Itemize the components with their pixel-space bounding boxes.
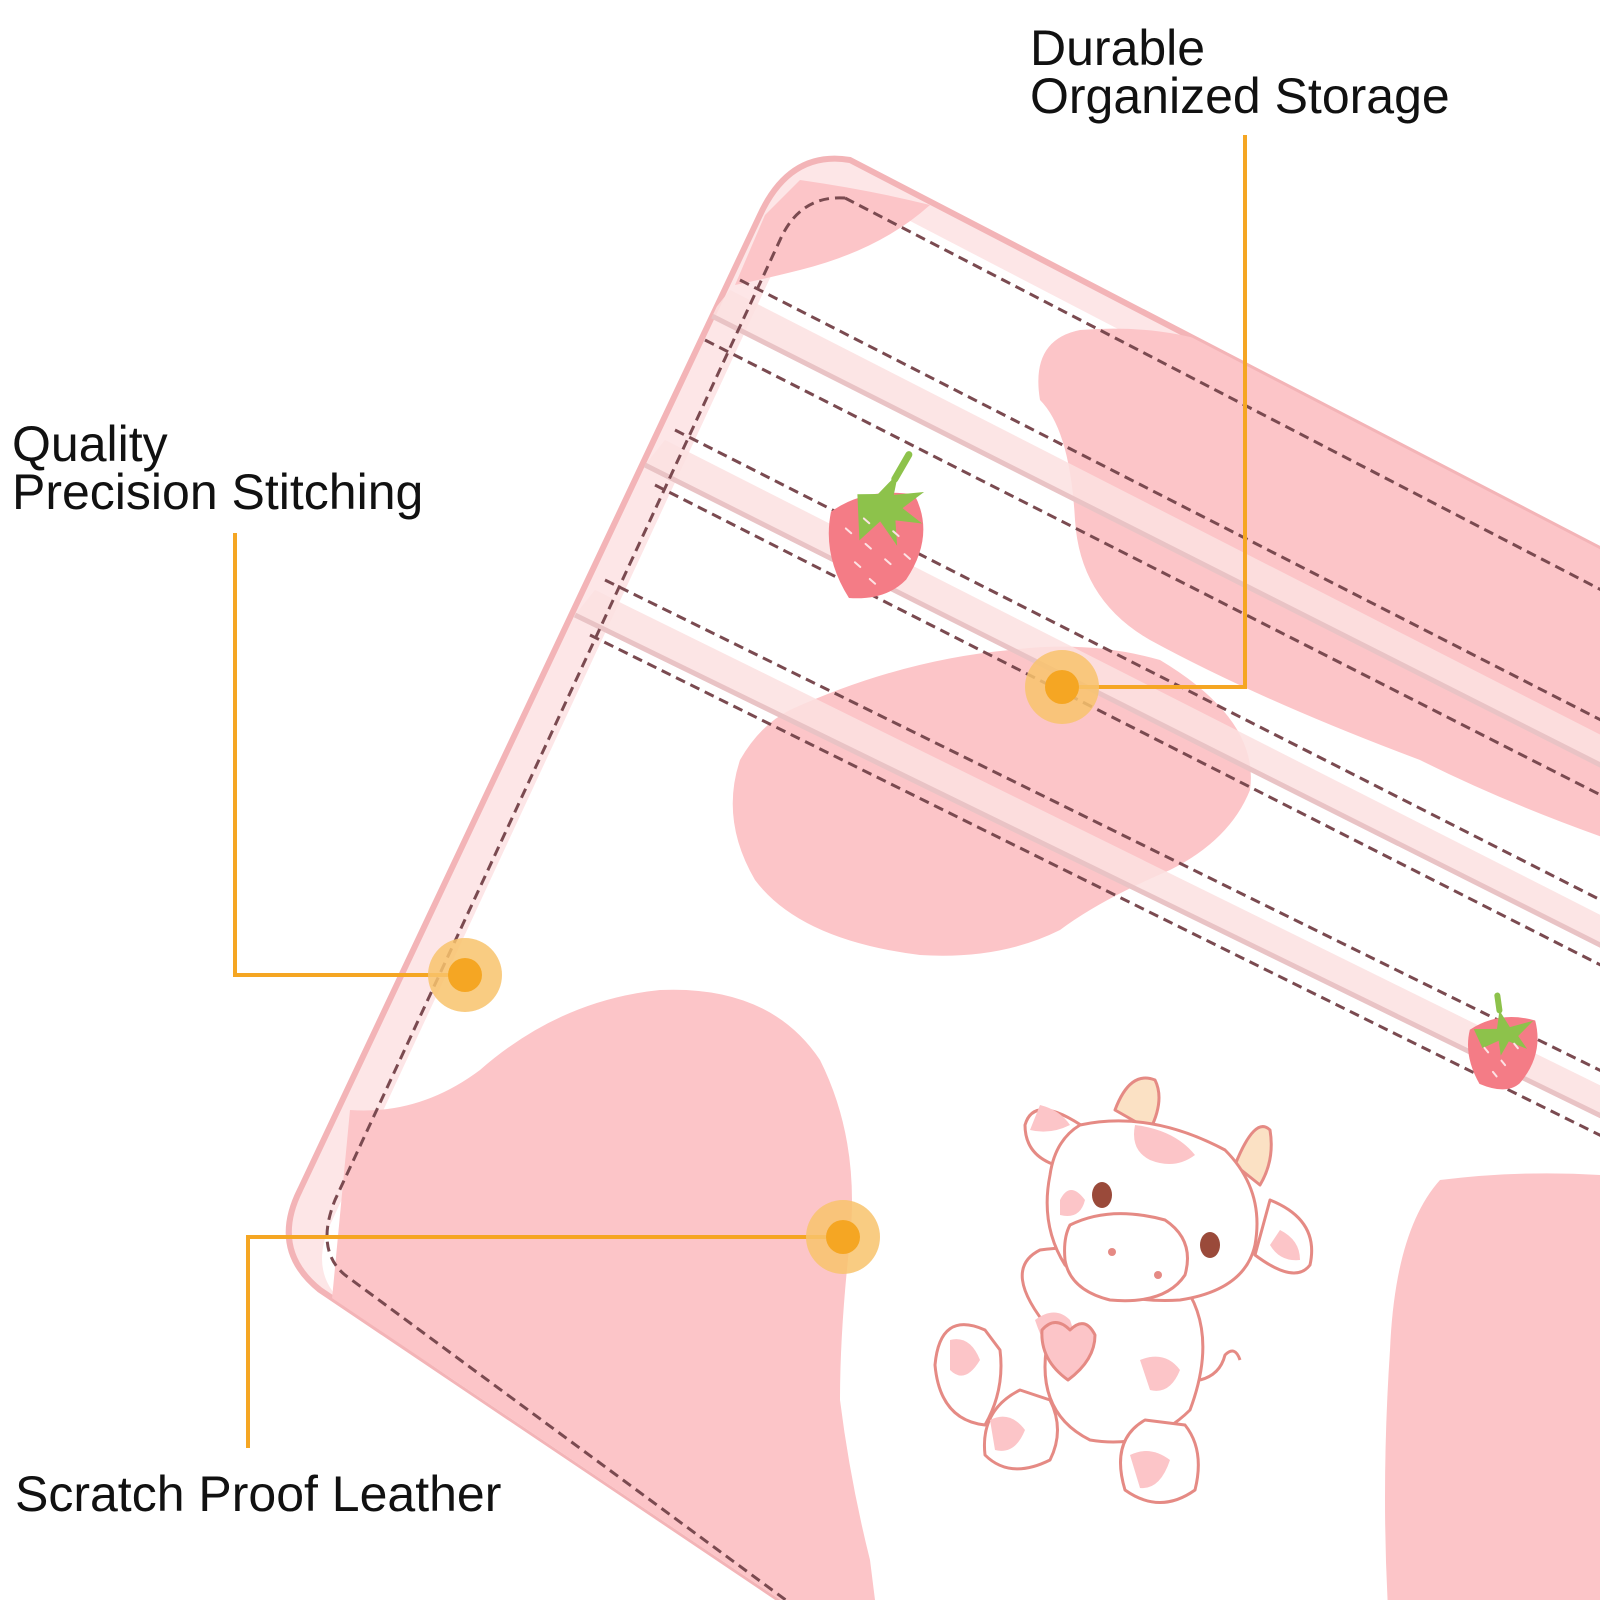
callout-dot-icon <box>1045 670 1079 704</box>
callout-dot-icon <box>448 958 482 992</box>
cow-illustration <box>933 1076 1314 1504</box>
callout-storage-line2: Organized Storage <box>1030 68 1450 124</box>
callout-stitching <box>233 533 502 1012</box>
callout-label-stitching: Quality Precision Stitching <box>12 416 424 520</box>
callout-leader-line <box>246 1235 843 1448</box>
callout-storage <box>1025 135 1247 724</box>
callout-stitching-line1: Quality <box>12 416 168 472</box>
callout-leader-line <box>1062 135 1247 689</box>
callout-storage-line1: Durable <box>1030 20 1206 76</box>
callout-stitching-line2: Precision Stitching <box>12 464 424 520</box>
strawberry-icon <box>1468 992 1538 1090</box>
callout-leather-line1: Scratch Proof Leather <box>15 1466 502 1522</box>
strawberry-icon <box>828 451 925 599</box>
callout-label-storage: Durable Organized Storage <box>1030 20 1450 124</box>
wallet <box>285 155 1600 1600</box>
callout-label-leather: Scratch Proof Leather <box>15 1466 502 1522</box>
callout-dot-icon <box>826 1220 860 1254</box>
callout-leader-line <box>233 533 465 977</box>
cow-spot <box>1385 1173 1600 1600</box>
callout-leather <box>246 1200 880 1448</box>
cow-spot <box>735 180 930 285</box>
